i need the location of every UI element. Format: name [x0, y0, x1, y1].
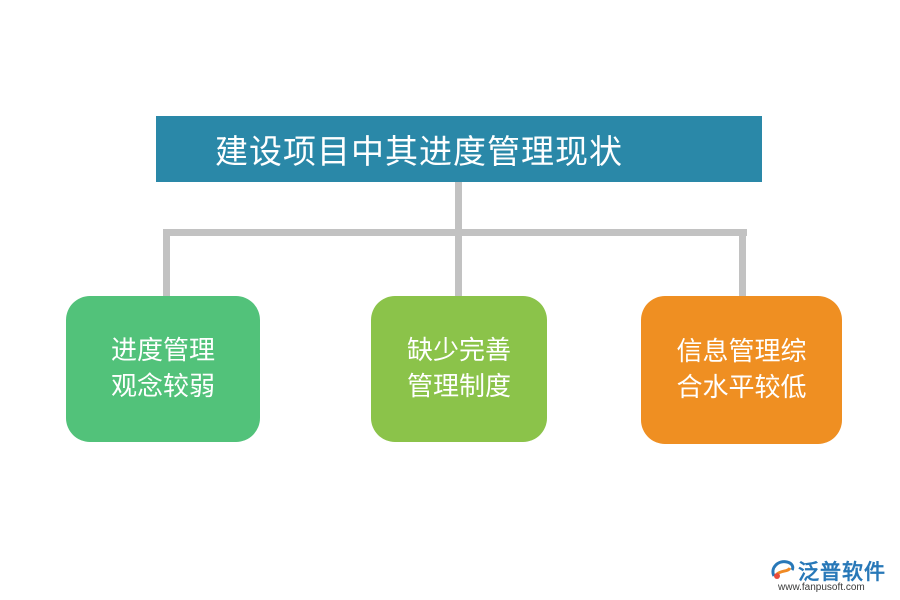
node-weak-concept: 进度管理 观念较弱 — [66, 296, 260, 442]
node-label-line: 缺少完善 — [406, 336, 511, 366]
node-label-line: 管理制度 — [406, 372, 511, 402]
connector-trunk — [455, 182, 462, 296]
connector-left-drop — [163, 229, 170, 296]
node-lack-system: 缺少完善 管理制度 — [371, 296, 547, 442]
node-label-line: 进度管理 — [110, 336, 215, 366]
node-label-line: 信息管理综 — [676, 337, 807, 367]
diagram-title: 建设项目中其进度管理现状 — [215, 132, 623, 171]
node-label-line: 观念较弱 — [110, 372, 215, 402]
logo-url: www.fanpusoft.com — [778, 582, 865, 593]
connector-horizontal — [163, 229, 747, 236]
logo-icon — [771, 560, 795, 579]
brand-logo: 泛普软件 www.fanpusoft.com — [768, 556, 892, 598]
diagram-title-box: 建设项目中其进度管理现状 — [156, 116, 762, 182]
connector-right-drop — [739, 229, 746, 296]
logo-name: 泛普软件 — [798, 560, 886, 584]
node-low-info-level: 信息管理综 合水平较低 — [641, 296, 842, 444]
node-label-line: 合水平较低 — [676, 373, 807, 403]
